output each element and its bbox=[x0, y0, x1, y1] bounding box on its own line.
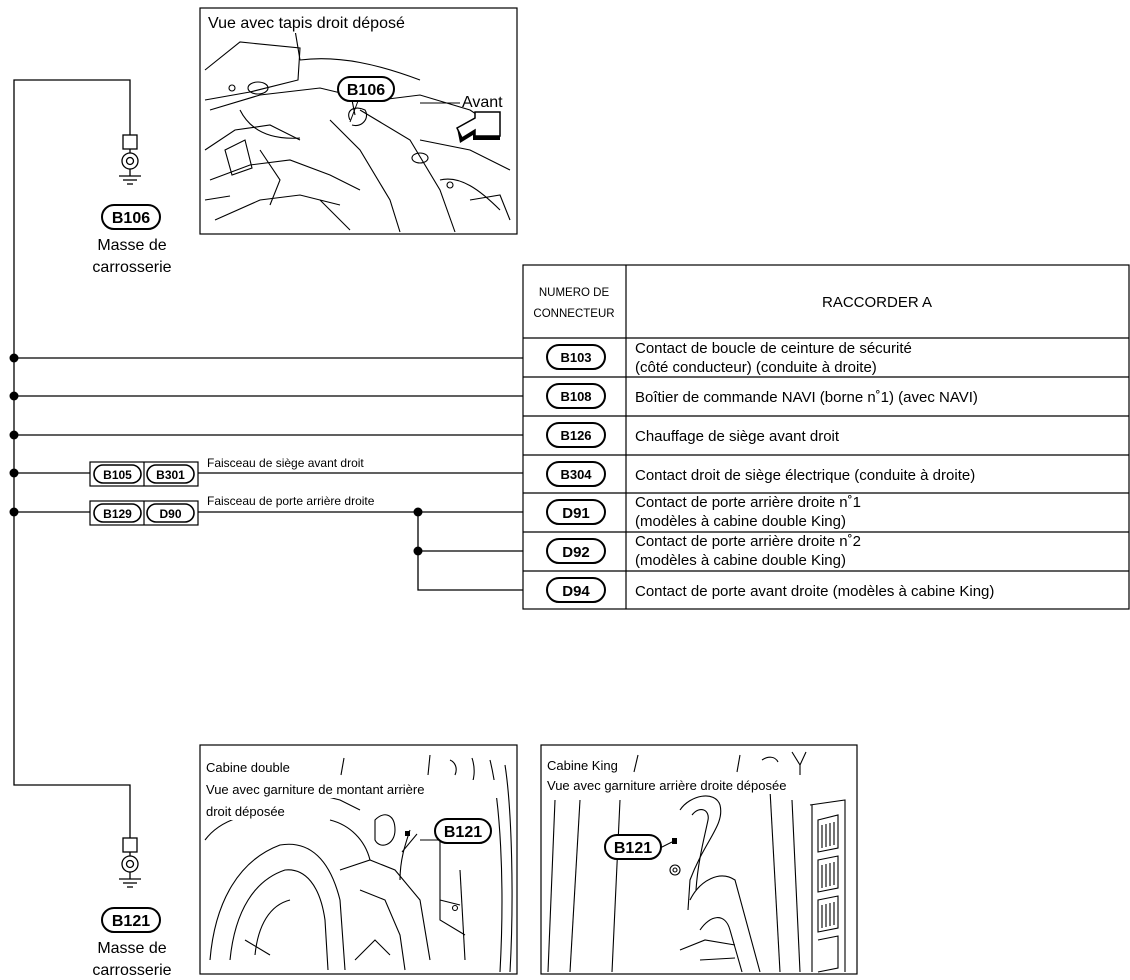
splice-dots bbox=[9, 353, 423, 556]
bottom-inset-left-caption1: Cabine double bbox=[206, 760, 290, 775]
ground-label-bottom-line1: Masse de bbox=[97, 940, 166, 957]
connector-id: B126 bbox=[560, 428, 591, 443]
bottom-left-connector-badge bbox=[434, 818, 492, 844]
destination-line1: Contact de porte avant droite (modèles à… bbox=[635, 583, 994, 600]
harness-junction-2-left: B129 bbox=[103, 507, 132, 521]
connector-id: B108 bbox=[560, 389, 591, 404]
connector-badge bbox=[546, 577, 606, 603]
bottom-inset-right: B121 Cabine King Vue avec garniture arri… bbox=[540, 744, 858, 975]
connector-table bbox=[522, 264, 1130, 610]
destination-line1: Contact de porte arrière droite n˚1 bbox=[635, 494, 861, 511]
destination-line1: Contact droit de siège électrique (condu… bbox=[635, 467, 975, 484]
table-header-connector-line1: NUMERO DE bbox=[539, 287, 610, 299]
ground-label-bottom-line2: carrosserie bbox=[92, 962, 171, 979]
destination-line2: (côté conducteur) (conduite à droite) bbox=[635, 359, 877, 376]
ground-symbol-bottom bbox=[119, 837, 141, 888]
destination-line1: Contact de porte arrière droite n˚2 bbox=[635, 533, 861, 550]
table-header-connector-line2: CONNECTEUR bbox=[533, 308, 614, 320]
ground-connector-label-top: B106 bbox=[112, 210, 150, 227]
connector-badge bbox=[546, 538, 606, 564]
top-inset-connector: B106 bbox=[347, 82, 385, 99]
connector-badge bbox=[546, 422, 606, 448]
bottom-inset-right-caption1: Cabine King bbox=[547, 758, 618, 773]
harness-junction-2-right: D90 bbox=[159, 507, 181, 521]
ground-connector-badge-top: B106 bbox=[101, 204, 161, 230]
harness-junction-2-label: Faisceau de porte arrière droite bbox=[207, 494, 375, 508]
bottom-right-connector-badge bbox=[604, 834, 662, 860]
top-inset-leader bbox=[349, 100, 359, 123]
connector-badge bbox=[546, 499, 606, 525]
destination-line2: (modèles à cabine double King) bbox=[635, 552, 846, 569]
destination-line2: (modèles à cabine double King) bbox=[635, 513, 846, 530]
connector-badge bbox=[546, 461, 606, 487]
bottom-inset-left: B121 Cabine double Vue avec garniture de… bbox=[199, 744, 518, 975]
bottom-inset-right-connector: B121 bbox=[614, 840, 652, 857]
bottom-inset-left-caption3: droit déposée bbox=[206, 804, 285, 819]
connector-badge bbox=[546, 383, 606, 409]
top-inset-direction-label: Avant bbox=[462, 94, 503, 111]
harness-junction-1-label: Faisceau de siège avant droit bbox=[207, 456, 364, 470]
destination-line1: Chauffage de siège avant droit bbox=[635, 428, 840, 445]
harness-junction-1-right: B301 bbox=[156, 468, 185, 482]
connector-id: B304 bbox=[560, 467, 592, 482]
connector-id: D91 bbox=[562, 505, 590, 522]
connector-badge bbox=[546, 344, 606, 370]
ground-label-top-line1: Masse de bbox=[97, 237, 166, 254]
bottom-inset-left-connector: B121 bbox=[444, 824, 482, 841]
connector-id: B103 bbox=[560, 350, 591, 365]
top-inset-connector-badge bbox=[337, 76, 395, 102]
destination-line1: Contact de boucle de ceinture de sécurit… bbox=[635, 340, 912, 357]
table-header-destination: RACCORDER A bbox=[822, 294, 932, 311]
bottom-left-leader bbox=[401, 833, 418, 853]
top-inset-caption: Vue avec tapis droit déposé bbox=[208, 15, 405, 32]
ground-connector-label-bottom: B121 bbox=[112, 913, 150, 930]
connector-id: D92 bbox=[562, 544, 590, 561]
ground-label-top-line2: carrosserie bbox=[92, 259, 171, 276]
harness-junction-2: B129 D90 bbox=[89, 500, 199, 526]
bottom-inset-right-illustration bbox=[547, 751, 846, 973]
top-inset: B106 Avant Vue avec tapis droit déposé bbox=[199, 7, 518, 235]
destination-line1: Boîtier de commande NAVI (borne n˚1) (av… bbox=[635, 389, 978, 406]
harness-junction-1: B105 B301 bbox=[89, 461, 199, 487]
bottom-inset-left-caption2: Vue avec garniture de montant arrière bbox=[206, 782, 424, 797]
ground-symbol-top bbox=[119, 134, 141, 185]
harness-junction-1-left: B105 bbox=[103, 468, 132, 482]
connector-id: D94 bbox=[562, 583, 590, 600]
bottom-inset-right-caption2: Vue avec garniture arrière droite déposé… bbox=[547, 778, 786, 793]
ground-connector-badge-bottom: B121 bbox=[101, 907, 161, 933]
bottom-inset-left-illustration bbox=[204, 754, 513, 973]
